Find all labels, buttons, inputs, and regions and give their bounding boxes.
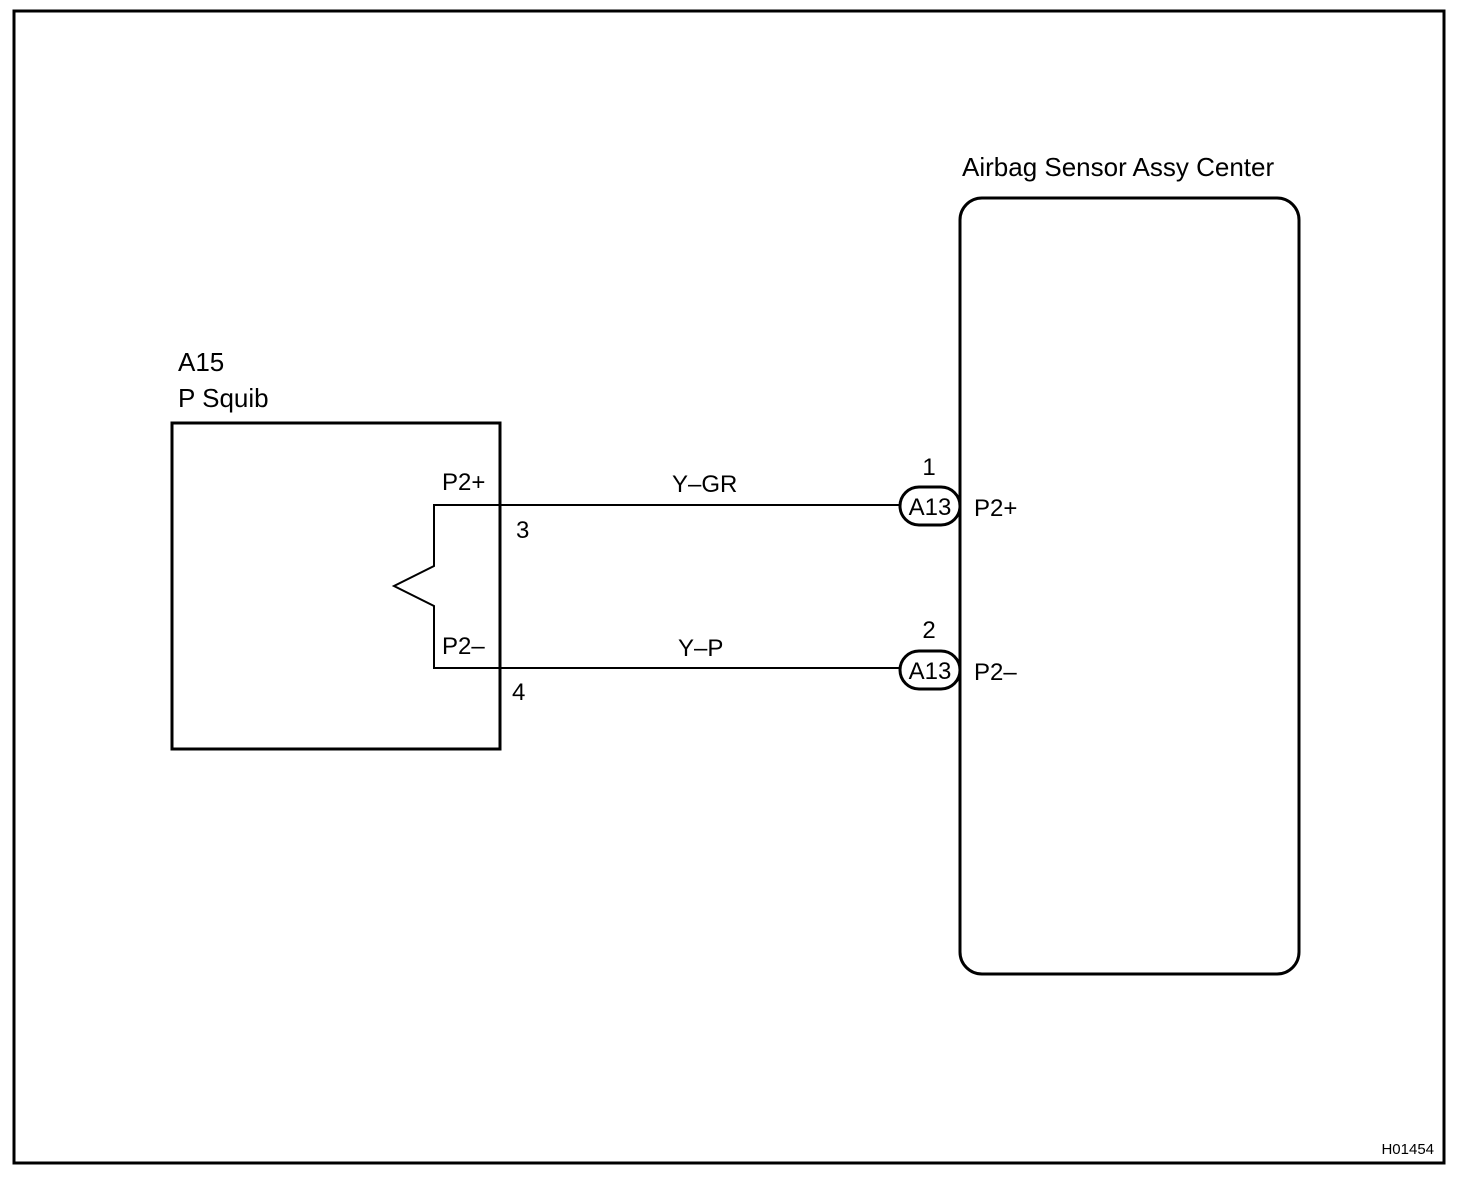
squib-element (391, 504, 500, 669)
squib-pin-minus-label: P2– (442, 633, 485, 660)
squib-name: P Squib (178, 383, 269, 413)
squib-code: A15 (178, 347, 224, 377)
sensor-name: Airbag Sensor Assy Center (962, 152, 1274, 182)
wire-minus-color-code: Y–P (678, 635, 723, 662)
squib-pin-plus-number: 3 (516, 517, 529, 544)
squib-box (170, 421, 502, 751)
squib-pin-plus-label: P2+ (442, 469, 485, 496)
sensor-pin-minus-number: 2 (922, 617, 935, 644)
wire-plus-color-code: Y–GR (672, 471, 737, 498)
squib-pin-minus-number: 4 (512, 679, 525, 706)
diagram-frame (12, 9, 1446, 1165)
figure-id: H01454 (1381, 1141, 1434, 1158)
sensor-box (958, 196, 1301, 976)
connector-minus-label: A13 (909, 658, 952, 685)
sensor-pin-plus-label: P2+ (974, 495, 1017, 522)
connector-plus-label: A13 (909, 494, 952, 521)
sensor-pin-minus-label: P2– (974, 659, 1017, 686)
sensor-pin-plus-number: 1 (922, 454, 935, 481)
